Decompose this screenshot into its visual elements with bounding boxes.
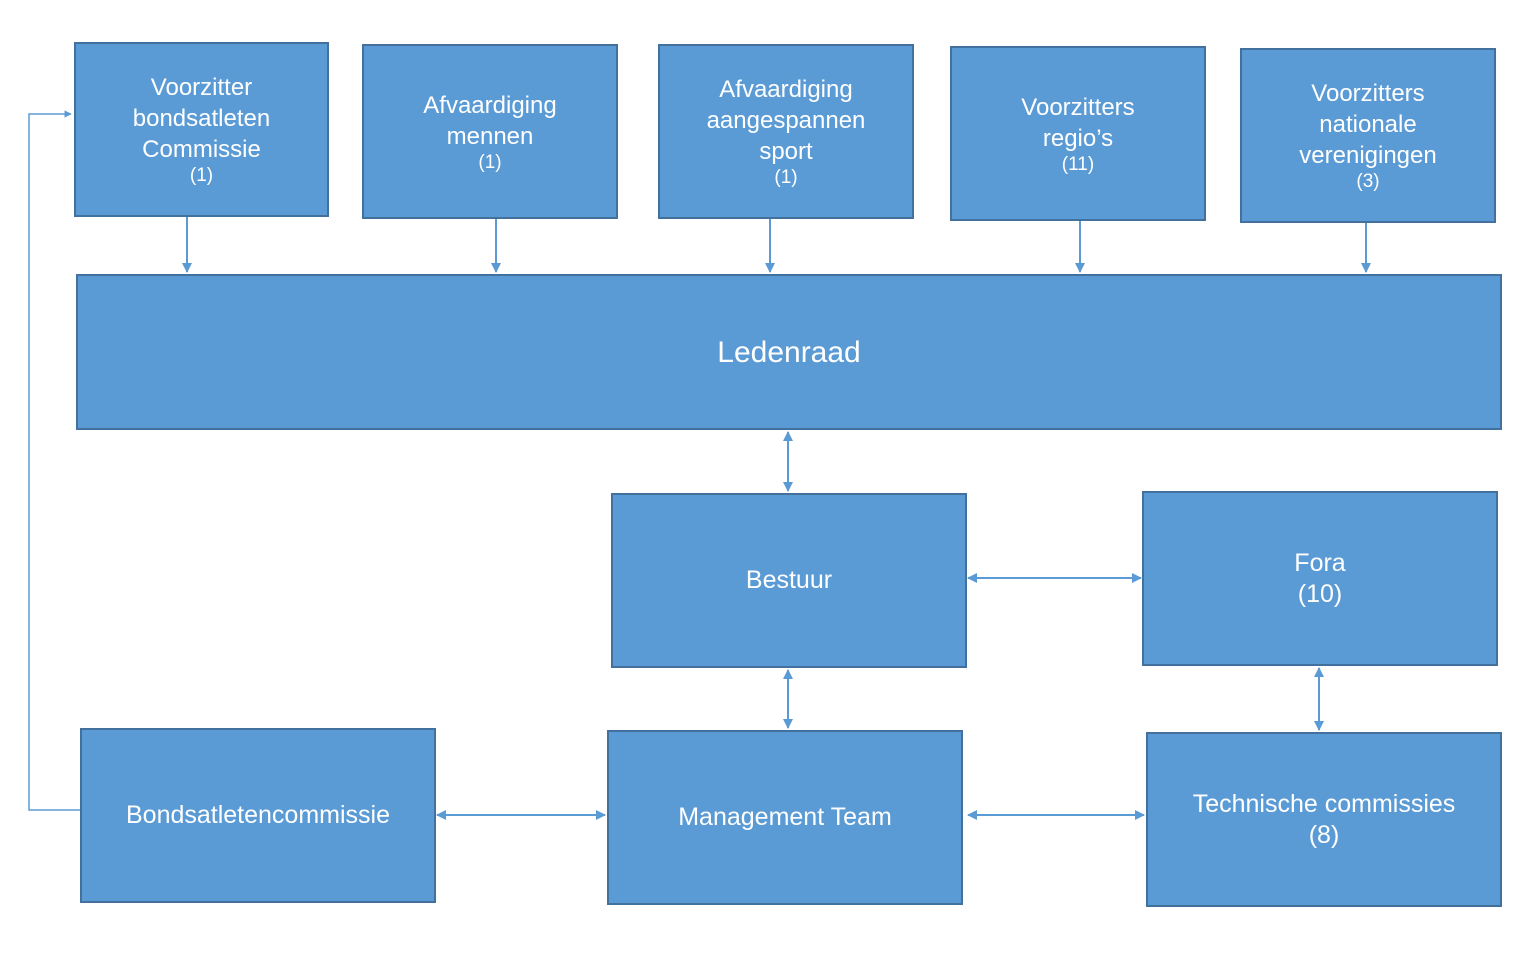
box-label-line: regio’s: [1042, 124, 1114, 152]
box-count: (1): [478, 151, 502, 173]
box-label-line: Voorzitter: [150, 74, 253, 101]
bondsatletencommissie-label: Bondsatletencommissie: [125, 801, 390, 829]
box-label-line: aangespannen: [706, 107, 866, 134]
box-bondsatletencommissie: Bondsatletencommissie: [80, 728, 436, 903]
technische-commissies-label: Technische commissies: [1192, 789, 1456, 818]
box-count: (1): [774, 167, 798, 188]
management-team-label: Management Team: [678, 803, 892, 831]
box-label-line: sport: [759, 138, 813, 165]
box-management-team: Management Team: [607, 730, 963, 905]
box-voorzitter-bondsatleten-commissie: Voorzitter bondsatleten Commissie (1): [74, 42, 329, 217]
box-label-line: Voorzitters: [1021, 93, 1135, 121]
ledenraad-label: Ledenraad: [717, 335, 861, 369]
box-label-line: nationale: [1319, 111, 1417, 138]
box-afvaardiging-mennen: Afvaardiging mennen (1): [362, 44, 618, 219]
bestuur-label: Bestuur: [745, 566, 833, 594]
box-label-line: Voorzitters: [1311, 80, 1425, 107]
box-label-line: Afvaardiging: [423, 91, 557, 119]
box-label-line: Afvaardiging: [719, 76, 853, 103]
box-afvaardiging-aangespannen-sport: Afvaardiging aangespannen sport (1): [658, 44, 914, 219]
technische-commissies-count: (8): [1308, 820, 1340, 849]
box-voorzitters-regios: Voorzitters regio’s (11): [950, 46, 1206, 221]
box-label-line: verenigingen: [1299, 142, 1437, 169]
box-fora: Fora (10): [1142, 491, 1498, 666]
box-bestuur: Bestuur: [611, 493, 967, 668]
box-count: (3): [1356, 171, 1380, 192]
box-label-line: mennen: [446, 122, 534, 150]
fora-label: Fora: [1294, 548, 1346, 577]
box-technische-commissies: Technische commissies (8): [1146, 732, 1502, 907]
arrow-bondsatleten-to-voorzitter: [28, 110, 81, 811]
box-label-line: Commissie: [142, 136, 261, 163]
box-count: (1): [189, 165, 214, 186]
box-voorzitters-nationale-verenigingen: Voorzitters nationale verenigingen (3): [1240, 48, 1496, 223]
box-count: (11): [1061, 153, 1095, 175]
fora-count: (10): [1297, 579, 1343, 608]
box-label-line: bondsatleten: [132, 105, 271, 132]
box-ledenraad: Ledenraad: [76, 274, 1502, 430]
